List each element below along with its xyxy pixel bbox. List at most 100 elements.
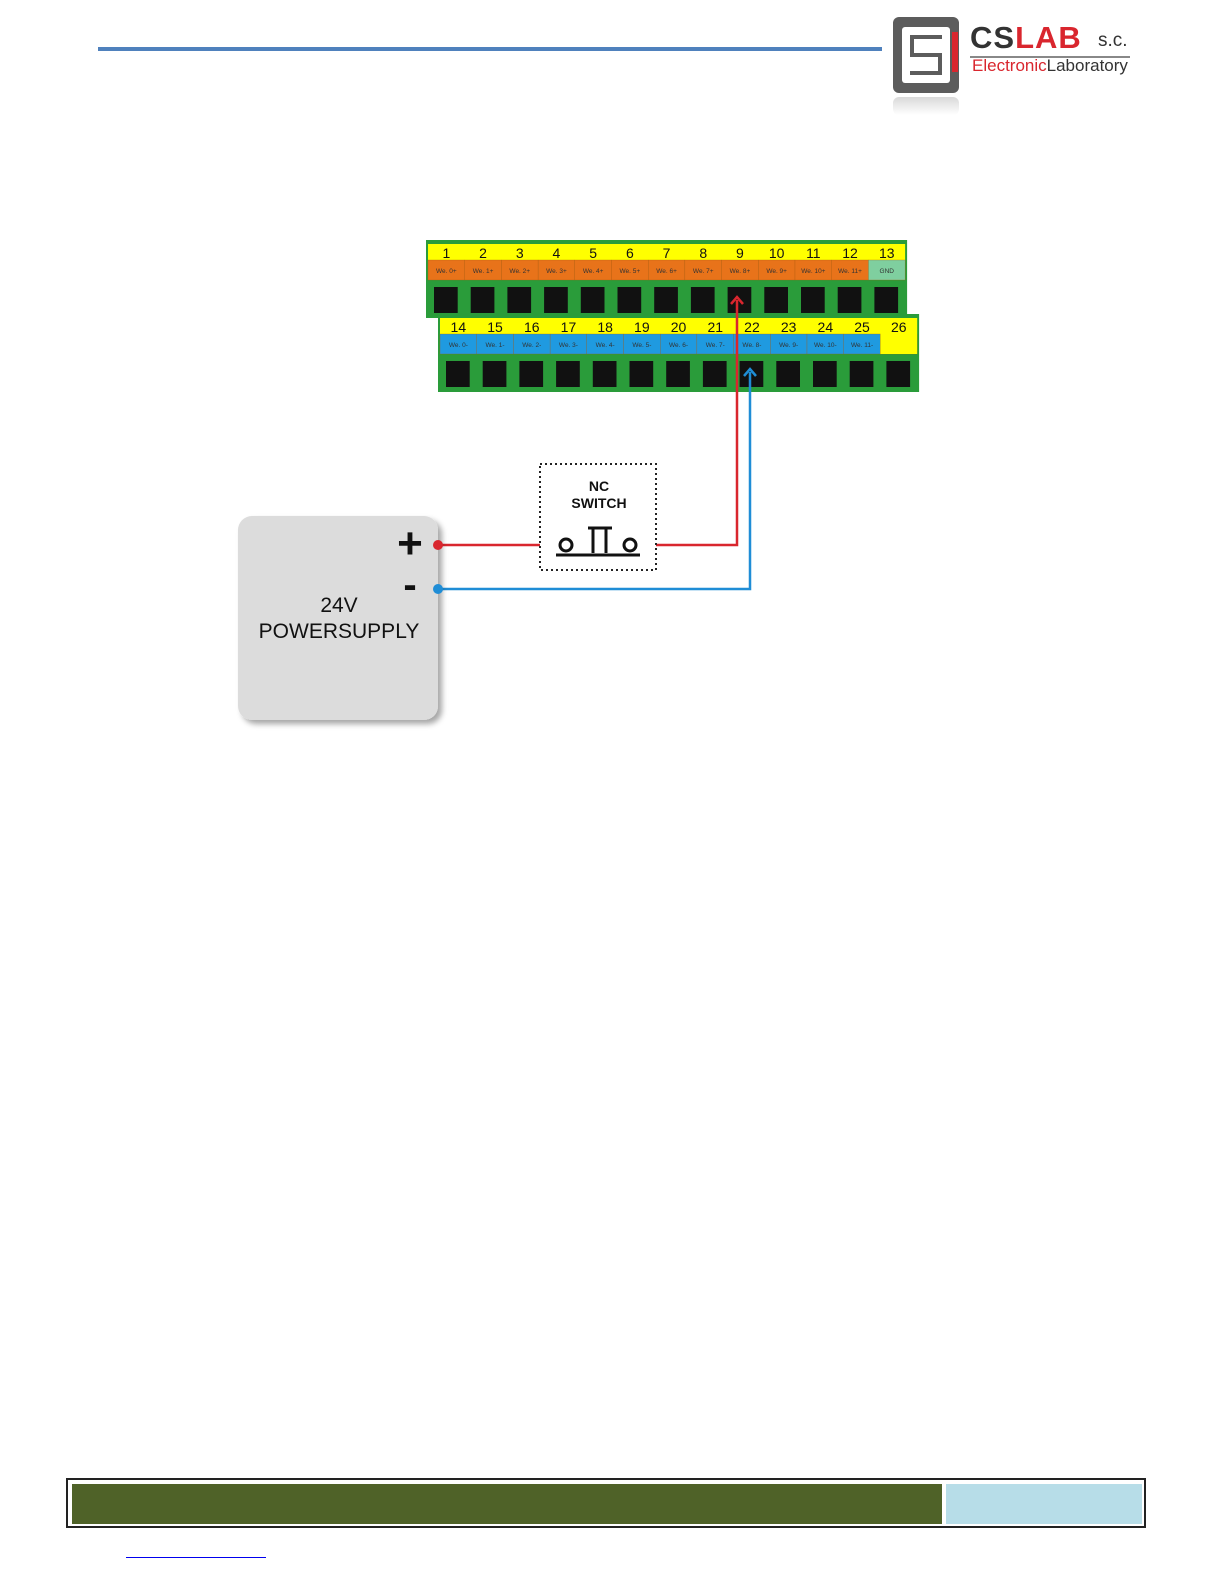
terminal-number: 1 bbox=[442, 245, 450, 261]
terminal-number: 2 bbox=[479, 245, 487, 261]
terminal-label: We. 1- bbox=[486, 342, 505, 349]
terminal-number: 16 bbox=[524, 319, 540, 335]
terminal-label: We. 7+ bbox=[693, 268, 714, 275]
terminal-number: 17 bbox=[561, 319, 577, 335]
power-supply-box bbox=[238, 516, 438, 720]
power-supply: + - 24V POWERSUPPLY bbox=[238, 516, 438, 720]
terminal-number: 25 bbox=[854, 319, 870, 335]
power-minus-terminal: - bbox=[403, 563, 416, 607]
terminal-number: 7 bbox=[663, 245, 671, 261]
terminal-screw bbox=[874, 287, 899, 313]
terminal-number: 23 bbox=[781, 319, 797, 335]
terminal-screw bbox=[654, 287, 678, 313]
terminal-screw bbox=[776, 361, 800, 387]
terminal-screw bbox=[813, 361, 837, 387]
header-rule bbox=[98, 47, 882, 51]
terminal-screw bbox=[580, 287, 605, 313]
terminal-screw bbox=[519, 361, 544, 387]
terminal-number: 19 bbox=[634, 319, 650, 335]
terminal-number: 13 bbox=[879, 245, 895, 261]
terminal-screw bbox=[556, 361, 580, 387]
terminal-number: 24 bbox=[818, 319, 834, 335]
footer-link-underline bbox=[126, 1557, 266, 1558]
terminal-label: We. 9+ bbox=[766, 268, 787, 275]
terminal-label: We. 5+ bbox=[620, 268, 641, 275]
terminal-screw bbox=[739, 361, 764, 387]
terminal-label: We. 8- bbox=[742, 342, 761, 349]
terminal-label-cell bbox=[868, 259, 906, 281]
terminal-screw bbox=[482, 361, 507, 387]
switch-label-line2: SWITCH bbox=[571, 495, 626, 511]
company-logo: CSLAB s.c. ElectronicLaboratory bbox=[890, 14, 1135, 115]
positive-terminal-dot bbox=[433, 540, 443, 550]
terminal-number-strip bbox=[440, 318, 918, 334]
terminal-number: 4 bbox=[553, 245, 561, 261]
switch-box bbox=[539, 463, 657, 571]
terminal-label: We. 8+ bbox=[730, 268, 751, 275]
terminal-screw bbox=[629, 361, 654, 387]
terminal-screw bbox=[886, 361, 911, 387]
terminal-number: 11 bbox=[806, 245, 821, 261]
terminal-number: 22 bbox=[744, 319, 760, 335]
terminal-screw bbox=[434, 287, 458, 313]
logo-suffix: s.c. bbox=[1098, 30, 1128, 51]
terminal-label: We. 5- bbox=[632, 342, 651, 349]
switch-label-line1: NC bbox=[589, 478, 609, 494]
terminal-label: We. 7- bbox=[706, 342, 725, 349]
terminal-label: We. 6- bbox=[669, 342, 688, 349]
terminal-number: 5 bbox=[589, 245, 597, 261]
logo-accent-bar bbox=[952, 32, 958, 72]
negative-terminal-dot bbox=[433, 584, 443, 594]
terminal-number-strip bbox=[428, 244, 906, 260]
terminal-number: 18 bbox=[597, 319, 613, 335]
terminal-screw bbox=[592, 361, 617, 387]
terminal-screw bbox=[801, 287, 825, 313]
negative-arrow-icon bbox=[743, 367, 757, 377]
footer-title-area bbox=[72, 1484, 942, 1524]
positive-wire bbox=[438, 300, 739, 547]
terminal-label: We. 10- bbox=[814, 342, 837, 349]
terminal-label: We. 3+ bbox=[546, 268, 567, 275]
terminal-label: We. 11+ bbox=[838, 268, 862, 275]
terminal-screw bbox=[702, 361, 727, 387]
logo-wordmark: CSLAB bbox=[970, 20, 1082, 55]
nc-switch: NC SWITCH bbox=[539, 463, 657, 571]
terminal-screw bbox=[470, 287, 495, 313]
terminal-number: 3 bbox=[516, 245, 524, 261]
terminal-label: We. 3- bbox=[559, 342, 578, 349]
terminal-number: 6 bbox=[626, 245, 634, 261]
terminal-screw bbox=[507, 287, 532, 313]
terminal-number: 9 bbox=[736, 245, 744, 261]
terminal-number: 26 bbox=[891, 319, 907, 335]
footer-bar bbox=[66, 1478, 1146, 1528]
terminal-number: 20 bbox=[671, 319, 687, 335]
terminal-label: We. 4- bbox=[596, 342, 615, 349]
terminal-label: We. 1+ bbox=[473, 268, 494, 275]
terminal-screw bbox=[666, 361, 690, 387]
terminal-screw bbox=[837, 287, 862, 313]
power-plus-terminal: + bbox=[397, 519, 423, 568]
terminal-label-cell bbox=[880, 318, 918, 354]
logo-subtitle: ElectronicLaboratory bbox=[972, 56, 1128, 75]
logo-divider bbox=[970, 56, 1130, 58]
power-voltage-label: 24V bbox=[320, 594, 357, 617]
terminal-number: 15 bbox=[487, 319, 503, 335]
terminal-screw bbox=[764, 287, 788, 313]
terminal-number: 10 bbox=[769, 245, 785, 261]
terminal-label: We. 2- bbox=[522, 342, 541, 349]
terminal-number: 12 bbox=[842, 245, 858, 261]
negative-wire bbox=[438, 372, 752, 591]
terminal-label: We. 0+ bbox=[436, 268, 457, 275]
terminal-label: We. 4+ bbox=[583, 268, 604, 275]
terminal-screw bbox=[617, 287, 642, 313]
terminal-screw bbox=[544, 287, 568, 313]
terminal-label: We. 0- bbox=[449, 342, 468, 349]
terminal-number: 14 bbox=[451, 319, 467, 335]
terminal-number: 8 bbox=[699, 245, 707, 261]
footer-page-area bbox=[946, 1484, 1142, 1524]
terminal-block-top: 1We. 0+2We. 1+3We. 2+4We. 3+5We. 4+6We. … bbox=[426, 240, 908, 318]
terminal-number: 21 bbox=[707, 319, 723, 335]
terminal-label: We. 9- bbox=[779, 342, 798, 349]
positive-arrow-icon bbox=[730, 295, 744, 305]
